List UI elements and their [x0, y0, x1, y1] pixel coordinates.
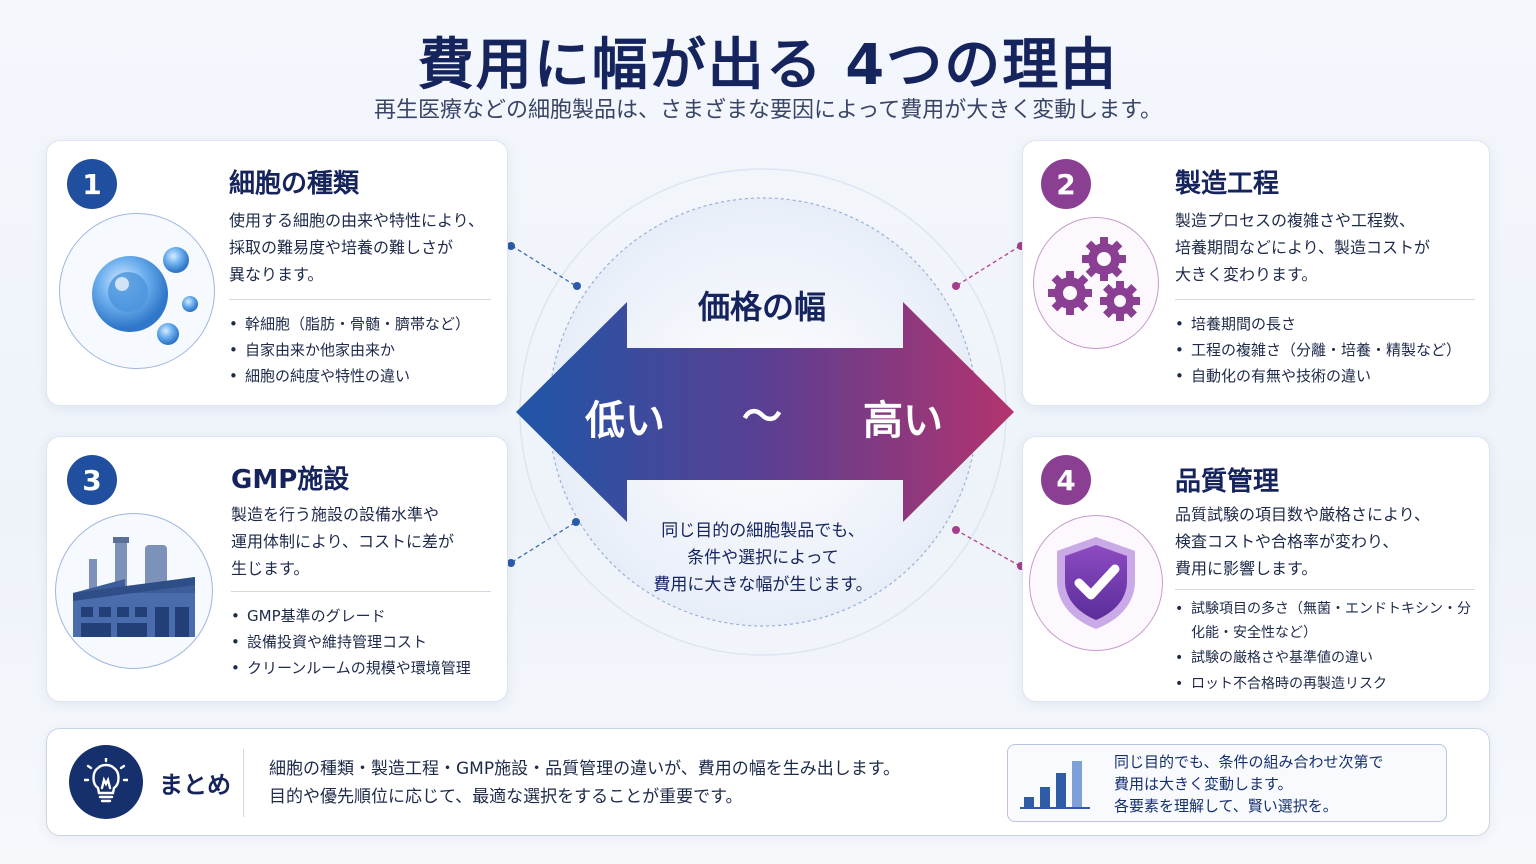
- bar-chart-icon: [1020, 761, 1090, 809]
- center-note: 同じ目的の細胞製品でも、 条件や選択によって 費用に大きな幅が生じます。: [653, 521, 873, 595]
- cell-icon: [59, 213, 215, 369]
- gears-icon: [1033, 217, 1159, 349]
- card-list: 培養期間の長さ 工程の複雑さ（分離・培養・精製など） 自動化の有無や技術の違い: [1175, 311, 1481, 389]
- double-arrow: [516, 302, 1014, 522]
- card-title: 製造工程: [1175, 169, 1280, 199]
- divider: [231, 591, 491, 592]
- card-title: 細胞の種類: [229, 169, 360, 199]
- summary-title: まとめ: [159, 771, 231, 799]
- page-title: 費用に幅が出る 4つの理由: [417, 33, 1119, 98]
- card-cell-type: 1 細胞の種類 使用する細胞の由来や特性により、 採取の難易度や培養の難しさが …: [46, 140, 508, 406]
- list-item: 自動化の有無や技術の違い: [1175, 363, 1481, 389]
- card-list: 試験項目の多さ（無菌・エンドトキシン・分化能・安全性など） 試験の厳格さや基準値…: [1175, 597, 1475, 697]
- summary-note: 同じ目的でも、条件の組み合わせ次第で 費用は大きく変動します。 各要素を理解して…: [1007, 744, 1447, 822]
- card-list: GMP基準のグレード 設備投資や維持管理コスト クリーンルームの規模や環境管理: [231, 603, 503, 681]
- shield-check-icon: [1029, 515, 1163, 651]
- badge-2: 2: [1041, 159, 1091, 209]
- connector-1: [511, 245, 577, 287]
- list-item: ロット不合格時の再製造リスク: [1175, 671, 1475, 697]
- card-description: 使用する細胞の由来や特性により、 採取の難易度や培養の難しさが 異なります。: [229, 211, 485, 284]
- factory-icon: [55, 513, 213, 669]
- card-title: GMP施設: [231, 465, 350, 495]
- low-label: 低い: [585, 398, 665, 444]
- card-description: 品質試験の項目数や厳格さにより、 検査コストや合格率が変わり、 費用に影響します…: [1175, 505, 1431, 578]
- lightbulb-icon: [69, 745, 143, 819]
- divider: [243, 749, 244, 817]
- connector-3: [511, 521, 577, 563]
- card-description: 製造プロセスの複雑さや工程数、 培養期間などにより、製造コストが 大きく変わりま…: [1175, 211, 1431, 284]
- card-description: 製造を行う施設の設備水準や 運用体制により、コストに差が 生じます。: [231, 505, 455, 578]
- summary-panel: まとめ 細胞の種類・製造工程・GMP施設・品質管理の違いが、費用の幅を生み出しま…: [46, 728, 1490, 836]
- list-item: 試験の厳格さや基準値の違い: [1175, 645, 1475, 671]
- badge-3: 3: [67, 455, 117, 505]
- list-item: 細胞の純度や特性の違い: [229, 363, 499, 389]
- price-range-graphic: [507, 168, 1025, 656]
- connector-2: [955, 245, 1021, 287]
- list-item: 幹細胞（脂肪・骨髄・臍帯など）: [229, 311, 499, 337]
- list-item: GMP基準のグレード: [231, 603, 503, 629]
- card-title: 品質管理: [1175, 467, 1280, 497]
- card-list: 幹細胞（脂肪・骨髄・臍帯など） 自家由来か他家由来か 細胞の純度や特性の違い: [229, 311, 499, 389]
- tilde-label: 〜: [742, 394, 782, 440]
- list-item: 設備投資や維持管理コスト: [231, 629, 503, 655]
- list-item: 試験項目の多さ（無菌・エンドトキシン・分化能・安全性など）: [1175, 597, 1475, 645]
- summary-text: 細胞の種類・製造工程・GMP施設・品質管理の違いが、費用の幅を生み出します。 目…: [269, 759, 901, 807]
- divider: [229, 299, 491, 300]
- badge-4: 4: [1041, 455, 1091, 505]
- divider: [1175, 589, 1475, 590]
- connector-4: [955, 529, 1021, 567]
- list-item: 自家由来か他家由来か: [229, 337, 499, 363]
- high-label: 高い: [863, 398, 943, 444]
- list-item: 培養期間の長さ: [1175, 311, 1481, 337]
- card-gmp-facility: 3 GMP施設 製造を行う施設の設備水準や 運用体制により、コストに差が 生じま…: [46, 436, 508, 702]
- price-range-label: 価格の幅: [697, 288, 826, 326]
- divider: [1175, 299, 1475, 300]
- list-item: クリーンルームの規模や環境管理: [231, 655, 503, 681]
- badge-1: 1: [67, 159, 117, 209]
- card-quality-control: 4 品質管理 品質試験の項目数や厳格さにより、 検査コストや合格率が変わり、 費…: [1022, 436, 1490, 702]
- page-subtitle: 再生医療などの細胞製品は、さまざまな要因によって費用が大きく変動します。: [373, 98, 1163, 123]
- list-item: 工程の複雑さ（分離・培養・精製など）: [1175, 337, 1481, 363]
- card-manufacturing: 2: [1022, 140, 1490, 406]
